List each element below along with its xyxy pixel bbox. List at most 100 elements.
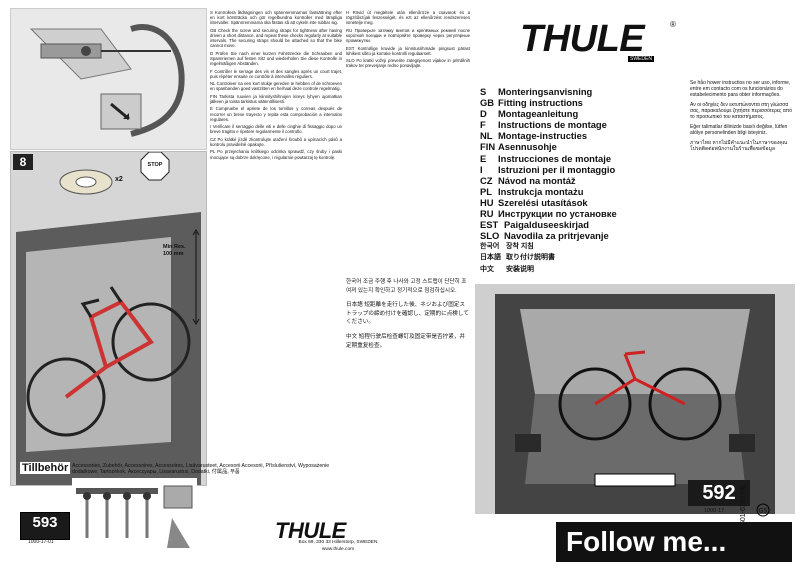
language-title: Инструкции по установке: [498, 208, 617, 220]
language-title: Szerelési utasítások: [498, 196, 588, 208]
language-title: Montageanleitung: [498, 108, 579, 120]
language-title: Montage-instructies: [498, 130, 588, 142]
language-title-ko: 한국어 장착 지침: [480, 241, 680, 252]
language-title: 장착 지침: [506, 243, 534, 251]
col2-paragraph-0: H Rövid út megtétele után ellenőrizze a …: [346, 10, 470, 26]
language-code: S: [480, 86, 487, 97]
language-title-pl: PL Instrukcja montażu: [480, 186, 680, 197]
language-code: FIN: [480, 141, 496, 153]
col1-paragraph-4: NL Controleer na een kort stukje gereden…: [210, 81, 342, 92]
language-title: Fitting instructions: [498, 97, 583, 109]
thule-logo-sub: SWEDEN: [628, 56, 654, 62]
accessories-title: Tillbehör: [20, 462, 71, 474]
step8-count-label: x2: [115, 176, 123, 183]
col1-paragraph-9: PL Po przejechaniu krótkiego odcinka spr…: [210, 149, 342, 160]
col1-paragraph-8: CZ Po krátké jízdě zkontrolujte utažení …: [210, 136, 342, 147]
language-title: Instrukcja montażu: [498, 185, 584, 197]
language-title: Paigalduseeskirjad: [504, 219, 589, 231]
language-title: Monteringsanvisning: [498, 86, 593, 97]
footer-thule-logo: THULE: [275, 518, 346, 543]
accessory-number: 593: [32, 514, 58, 531]
language-title-d: D Montageanleitung: [480, 108, 680, 119]
language-code: 日本語: [480, 254, 501, 262]
col1-paragraph-7: I Verificare il serraggio delle viti e d…: [210, 124, 342, 135]
col2-asian-paragraph-2: 中文 短程行驶后检查螺钉及固定带是否拧紧，并定期重复检查。: [346, 333, 466, 349]
language-code: D: [480, 108, 487, 120]
language-title: Instrucciones de montaje: [498, 152, 612, 164]
language-title-hu: HU Szerelési utasítások: [480, 197, 680, 208]
accessories-illustration: [72, 478, 197, 568]
step7-illustration: [11, 9, 206, 149]
col1-paragraph-0: S Kontrollera åtdragningen och spännremm…: [210, 10, 342, 26]
language-title: Návod na montáž: [498, 174, 576, 186]
language-code: 한국어: [480, 243, 500, 251]
language-title-nl: NL Montage-instructies: [480, 130, 680, 141]
language-code: I: [480, 163, 483, 175]
col2-paragraph-3: SLO Po kratki vožnji preverite zategnjen…: [346, 58, 470, 69]
step8-panel: 8 x2 STOP Min Res. 100 mm: [10, 151, 207, 486]
language-code: RU: [480, 208, 494, 220]
thule-logo-text: THULE: [520, 18, 645, 60]
side-info-1: Αν οι οδηγίες δεν εκτυπώνονται στη γλώσσ…: [690, 102, 792, 120]
language-title: Istruzioni per il montaggio: [498, 163, 616, 175]
col1-paragraph-5: FIN Tarkista ruuvien ja kiinnityshihnoje…: [210, 93, 342, 104]
step8-illustration: [11, 152, 206, 485]
language-title-slo: SLO Navodila za pritrjevanje: [480, 230, 680, 241]
language-code: 中文: [480, 265, 494, 273]
language-title: Asennusohje: [498, 141, 557, 153]
language-code: PL: [480, 185, 492, 197]
min-res-value: 100 mm: [163, 251, 184, 257]
instructions-column-2: H Rövid út megtétele után ellenőrizze a …: [346, 10, 470, 275]
language-code: EST: [480, 219, 499, 231]
thule-registered-mark: ®: [670, 20, 676, 29]
language-code: E: [480, 152, 487, 164]
follow-me-text: Follow me...: [566, 526, 727, 557]
col1-paragraph-2: D Prüfen Sie nach einer kurzen Fahrstrec…: [210, 50, 342, 67]
side-info-3: ภาษาไทย หากไม่มีคำแนะนำในภาษาของคุณ โปรด…: [690, 140, 788, 152]
thule-brand-logo: THULE SWEDEN ®: [520, 18, 676, 62]
step8-number: 8: [13, 154, 33, 170]
instructions-column-1: S Kontrollera åtdragningen och spännremm…: [210, 10, 342, 470]
language-title-s: S Monteringsanvisning: [480, 86, 680, 97]
min-res-label: Min Res.: [163, 244, 186, 250]
accessories-text: Accessories, Zubehör, Accessoires, Acces…: [72, 463, 330, 476]
col2-asian-paragraph-1: 日本語 短距離を走行した後、ネジおよび固定ストラップの締め付けを確認し、定期的に…: [346, 302, 469, 326]
language-title-zh: 中文 安装说明: [480, 264, 680, 275]
language-title: Instructions de montage: [498, 119, 607, 131]
stop-sign-label: STOP: [147, 162, 163, 168]
side-info-0: Se håo hower instructios no ser uso, inf…: [690, 80, 791, 98]
product-badge: 592: [688, 480, 750, 506]
certification-mark-icon: GS: [756, 503, 770, 517]
language-title-ru: RU Инструкции по установке: [480, 208, 680, 219]
col2-paragraph-1: RU Проверьте затяжку винтов и крепёжных …: [346, 27, 470, 44]
col1-paragraph-3: F Contrôler le serrage des vis et des sa…: [210, 68, 342, 79]
language-title-i: I Istruzioni per il montaggio: [480, 164, 680, 175]
follow-me-banner: Follow me...: [556, 522, 792, 562]
side-info-2: Eğer talimatlar dilinizde basılı değilse…: [690, 124, 788, 136]
step7-panel: 7: [10, 8, 207, 150]
language-title: Navodila za pritrjevanje: [504, 230, 609, 242]
language-title-e: E Instrucciones de montaje: [480, 153, 680, 164]
car-rear-illustration: [475, 284, 795, 514]
vertical-product-code: 501-6362-08: [740, 485, 747, 525]
col1-paragraph-1: GB Check the screw and securing straps f…: [210, 27, 342, 49]
product-number: 592: [702, 482, 736, 504]
side-info: Se håo hower instructios no ser uso, inf…: [690, 80, 795, 156]
product-code: 1000-17: [704, 508, 725, 514]
svg-text:GS: GS: [759, 508, 768, 515]
footer-address: Box 69, 330 33 Hillerstorp, SWEDEN: [298, 540, 378, 545]
language-code: HU: [480, 196, 494, 208]
language-title-cz: CZ Návod na montáž: [480, 175, 680, 186]
language-title: 安装说明: [506, 265, 534, 273]
language-title-est: EST Paigalduseeskirjad: [480, 219, 680, 230]
language-code: GB: [480, 97, 495, 109]
col1-paragraph-6: E Compruebe el apriete de los tornillos …: [210, 106, 342, 122]
language-code: NL: [480, 130, 493, 142]
col2-paragraph-2: EST Kontrollige kruvide ja kinnitusrihma…: [346, 45, 470, 56]
language-code: SLO: [480, 230, 500, 242]
language-code: CZ: [480, 174, 493, 186]
